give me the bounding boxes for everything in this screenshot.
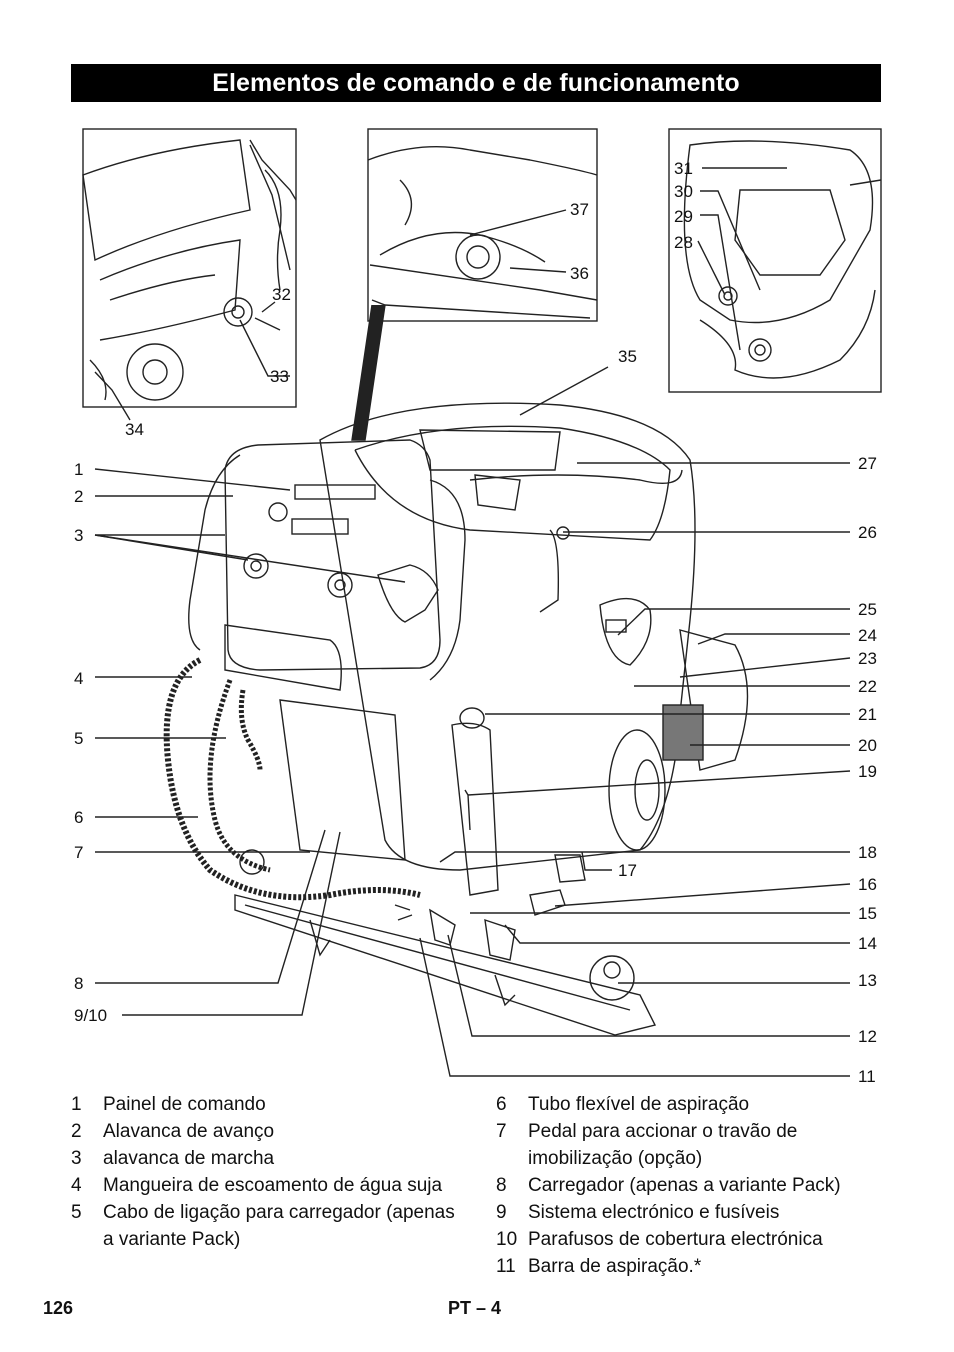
callout-37: 37 [570,200,589,219]
page-title: Elementos de comando e de funcionamento [71,64,881,102]
detail-frame-middle [367,128,598,322]
callout-25: 25 [858,600,877,619]
callout-33: 33 [270,367,289,386]
callout-16: 16 [858,875,877,894]
callout-17: 17 [618,861,637,880]
callout-11: 11 [858,1067,876,1086]
callout-20: 20 [858,736,877,755]
callout-34: 34 [125,420,144,439]
callout-23: 23 [858,649,877,668]
callout-15: 15 [858,904,877,923]
callout-27: 27 [858,454,877,473]
callout-6: 6 [74,808,84,827]
callout-5: 5 [74,729,84,748]
language-page-label: PT – 4 [448,1298,502,1318]
callout-19: 19 [858,762,877,781]
callout-29: 29 [674,207,693,226]
callout-21: 21 [858,705,877,724]
callout-2: 2 [74,487,84,506]
callout-35: 35 [618,347,637,366]
callout-26: 26 [858,523,877,542]
callout-8: 8 [74,974,84,993]
callout-4: 4 [74,669,84,688]
callout-22: 22 [858,677,877,696]
callout-7: 7 [74,843,84,862]
callout-9-10: 9/10 [74,1006,108,1025]
callout-24: 24 [858,626,877,645]
detail-frame-left [82,128,297,408]
callout-14: 14 [858,934,877,953]
callout-18: 18 [858,843,877,862]
callout-28: 28 [674,233,693,252]
callout-13: 13 [858,971,877,990]
detail-frame-right [668,128,882,393]
callout-36: 36 [570,264,589,283]
callout-31: 31 [674,159,693,178]
callout-30: 30 [674,182,693,201]
page-number: 126 [43,1298,74,1318]
callout-12: 12 [858,1027,877,1046]
callout-3: 3 [74,526,84,545]
callout-1: 1 [74,460,84,479]
callout-32: 32 [272,285,291,304]
